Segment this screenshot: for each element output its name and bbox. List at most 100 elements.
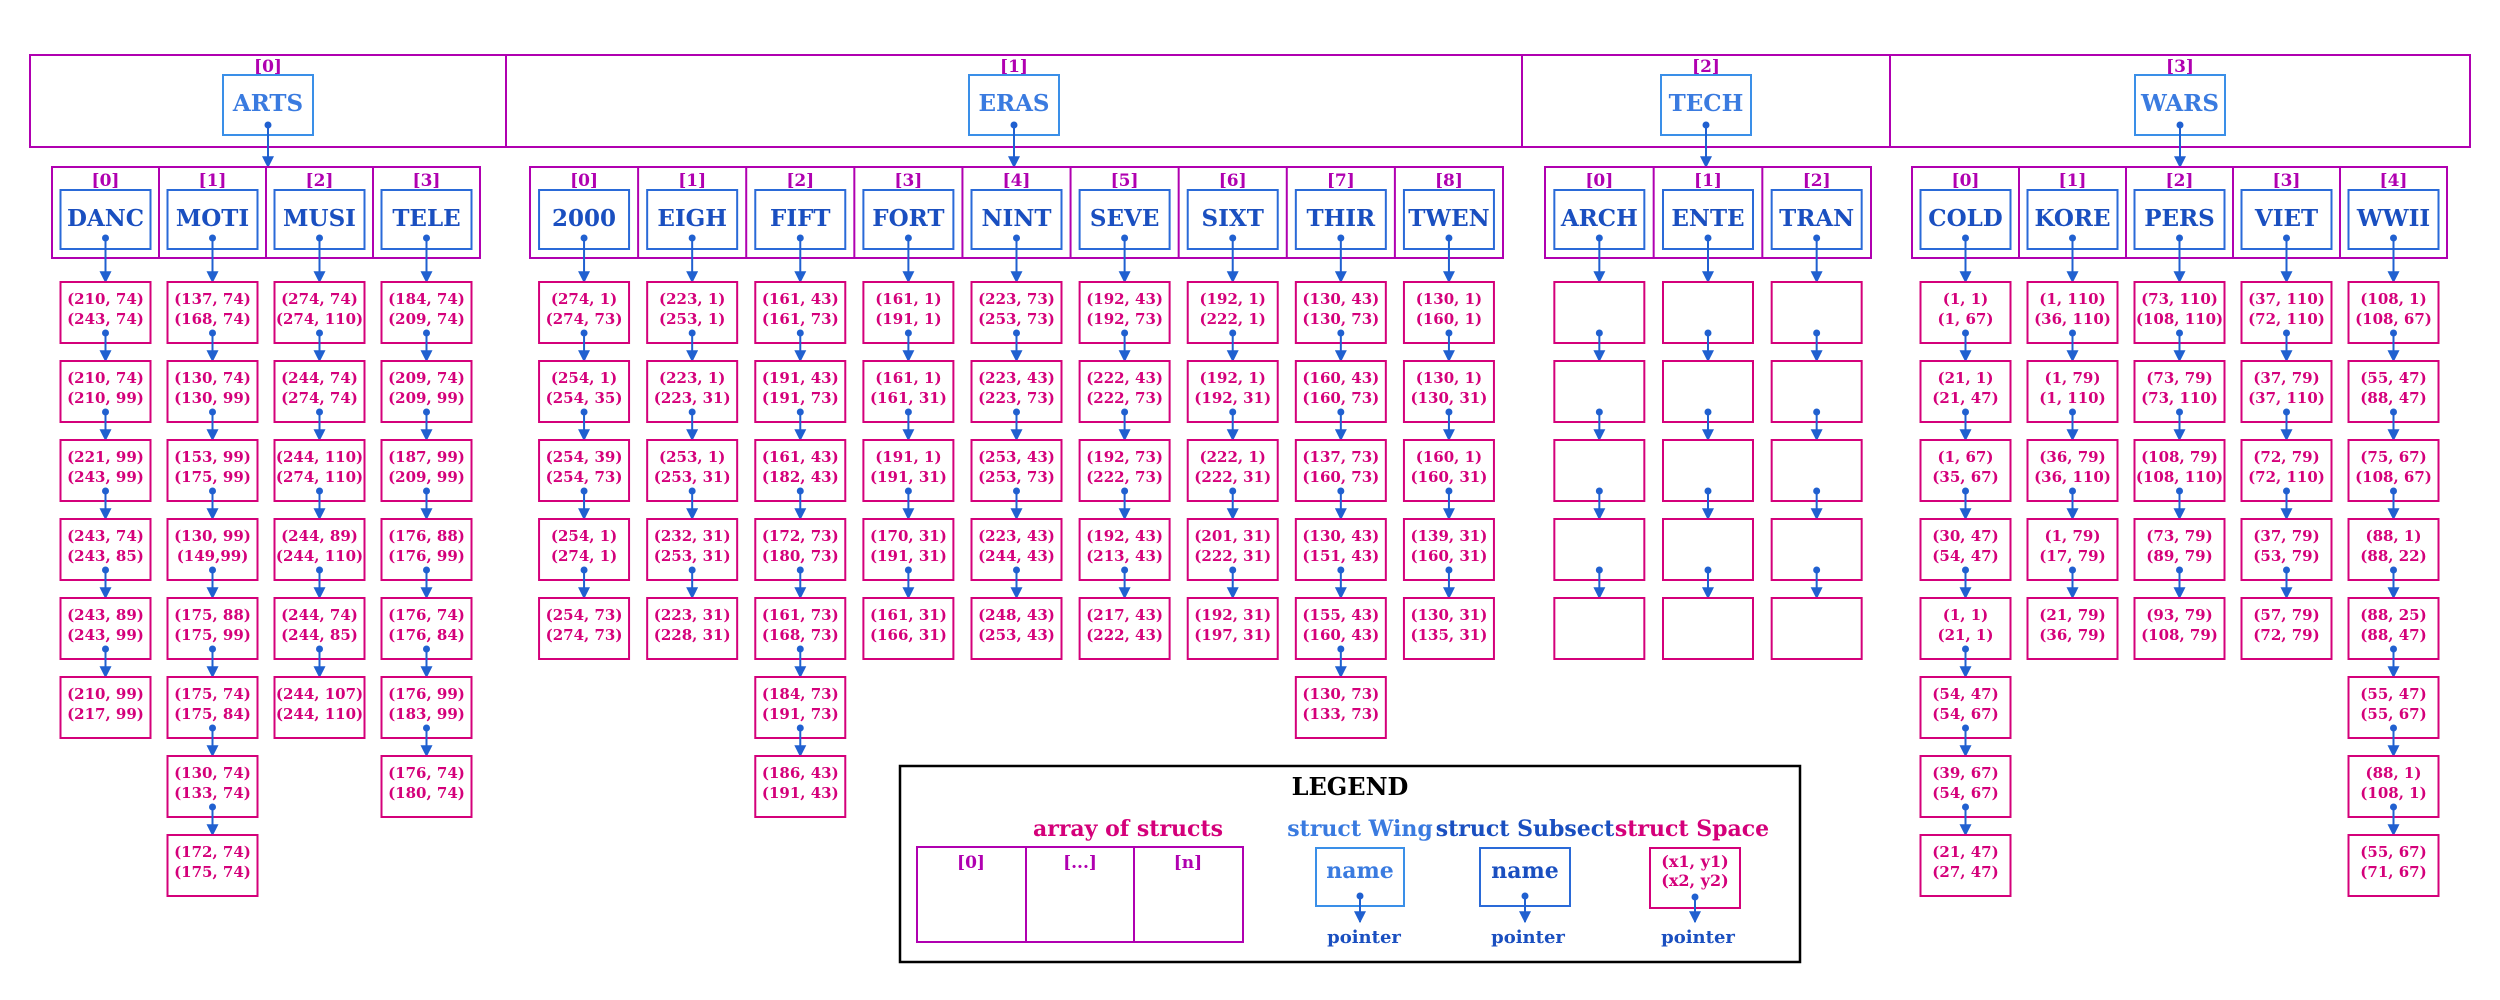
space-coord-start: (254, 73) (546, 606, 623, 624)
space-coord-end: (210, 99) (67, 389, 144, 407)
subsect-pointer-dot (316, 234, 323, 242)
space-box (166, 834, 259, 897)
space-coord-end: (191, 43) (762, 784, 839, 802)
space-pointer-dot (2390, 566, 2397, 574)
space-coord-end: (191, 31) (870, 468, 947, 486)
space-coord-start: (222, 43) (1086, 369, 1163, 387)
wing-pointer-dot (1702, 121, 1710, 129)
space-box (538, 597, 631, 660)
subsect-index: [2] (786, 171, 814, 191)
space-pointer-dot (2283, 487, 2290, 495)
subsect-pointer-dot (1962, 234, 1969, 242)
space-pointer-dot (423, 329, 430, 337)
space-coord-start: (161, 43) (762, 448, 839, 466)
space-coord-start: (21, 79) (2039, 606, 2105, 624)
wing-index: [3] (2166, 57, 2194, 77)
space-coord-end: (54, 67) (1932, 784, 1998, 802)
space-pointer-dot (316, 566, 323, 574)
space-coord-start: (222, 1) (1200, 448, 1266, 466)
space-coord-start: (223, 1) (659, 369, 725, 387)
space-coord-end: (253, 31) (654, 547, 731, 565)
space-coord-end: (53, 79) (2253, 547, 2319, 565)
space-pointer-dot (1704, 566, 1712, 574)
space-pointer-dot (2176, 329, 2183, 337)
space-box (1186, 597, 1279, 660)
space-coord-start: (73, 79) (2146, 527, 2212, 545)
space-pointer-dot (2069, 329, 2076, 337)
space-coord-end: (149,99) (177, 547, 249, 565)
space-pointer-dot (1337, 329, 1345, 337)
subsect-pointer-dot (1445, 234, 1453, 242)
subsect-name-fort: FORT (872, 205, 944, 232)
space-coord-start: (192, 73) (1086, 448, 1163, 466)
subsect-pointer-dot (102, 234, 109, 242)
space-coord-start: (184, 74) (388, 290, 465, 308)
space-pointer-dot (796, 566, 804, 574)
subsect-pointer-dot (423, 234, 430, 242)
space-coord-end: (217, 99) (67, 705, 144, 723)
space-coord-start: (172, 73) (762, 527, 839, 545)
space-coord-start: (217, 43) (1086, 606, 1163, 624)
subsect-index: [4] (2380, 171, 2408, 191)
subsect-name-danc: DANC (67, 205, 144, 232)
space-coord-end: (274, 110) (276, 468, 363, 486)
space-coord-end: (223, 73) (978, 389, 1055, 407)
subsect-name-twen: TWEN (1408, 205, 1490, 232)
space-coord-start: (161, 73) (762, 606, 839, 624)
subsect-name-nint: NINT (982, 205, 1052, 232)
space-coord-start: (223, 73) (978, 290, 1055, 308)
space-pointer-dot (1013, 408, 1020, 416)
space-pointer-dot (2069, 487, 2076, 495)
space-pointer-dot (209, 803, 216, 811)
space-pointer-dot (209, 566, 216, 574)
space-pointer-dot (423, 566, 430, 574)
space-coord-end: (54, 67) (1932, 705, 1998, 723)
space-coord-end: (182, 43) (762, 468, 839, 486)
space-coord-start: (248, 43) (978, 606, 1055, 624)
space-coord-end: (222, 31) (1194, 547, 1271, 565)
space-coord-start: (30, 47) (1932, 527, 1998, 545)
subsect-index: [0] (92, 171, 120, 191)
space-coord-end: (73, 110) (2141, 389, 2218, 407)
space-coord-end: (133, 74) (174, 784, 251, 802)
space-coord-start: (244, 74) (281, 369, 358, 387)
space-coord-end: (191, 1) (875, 310, 941, 328)
space-coord-start: (54, 47) (1932, 685, 1998, 703)
subsect-name-tran: TRAN (1779, 205, 1854, 232)
space-coord-start: (161, 1) (875, 290, 941, 308)
space-coord-start: (73, 110) (2141, 290, 2218, 308)
space-coord-end: (191, 73) (762, 389, 839, 407)
space-coord-start: (1, 1) (1943, 606, 1989, 624)
legend-wing-name: name (1326, 858, 1394, 884)
subsect-name-pers: PERS (2144, 205, 2215, 232)
subsect-name-wwii: WWII (2356, 205, 2430, 232)
space-coord-start: (160, 1) (1416, 448, 1482, 466)
legend-box (898, 764, 1802, 964)
space-pointer-dot (102, 408, 109, 416)
space-coord-start: (161, 1) (875, 369, 941, 387)
space-coord-end: (88, 47) (2360, 626, 2426, 644)
legend-wing-pointer-dot (1356, 892, 1364, 900)
subsect-index: [6] (1219, 171, 1247, 191)
space-coord-end: (27, 47) (1932, 863, 1998, 881)
space-pointer-dot (1813, 566, 1821, 574)
legend-wing-pointer-label: pointer (1327, 927, 1401, 948)
subsect-index: [1] (199, 171, 227, 191)
space-pointer-dot (209, 487, 216, 495)
space-pointer-dot (423, 408, 430, 416)
space-pointer-dot (1595, 408, 1603, 416)
space-coord-start: (244, 110) (276, 448, 363, 466)
space-pointer-dot (1445, 329, 1453, 337)
space-coord-end: (243, 85) (67, 547, 144, 565)
space-pointer-dot (1704, 329, 1712, 337)
space-coord-end: (108, 67) (2355, 468, 2432, 486)
space-coord-start: (232, 31) (654, 527, 731, 545)
space-coord-start: (161, 43) (762, 290, 839, 308)
space-coord-start: (88, 1) (2366, 527, 2422, 545)
space-pointer-dot (423, 487, 430, 495)
space-coord-start: (1, 1) (1943, 290, 1989, 308)
space-box (1294, 676, 1387, 739)
legend-array-index-last: [n] (1174, 853, 1202, 873)
space-box (1553, 597, 1646, 660)
space-coord-start: (210, 99) (67, 685, 144, 703)
